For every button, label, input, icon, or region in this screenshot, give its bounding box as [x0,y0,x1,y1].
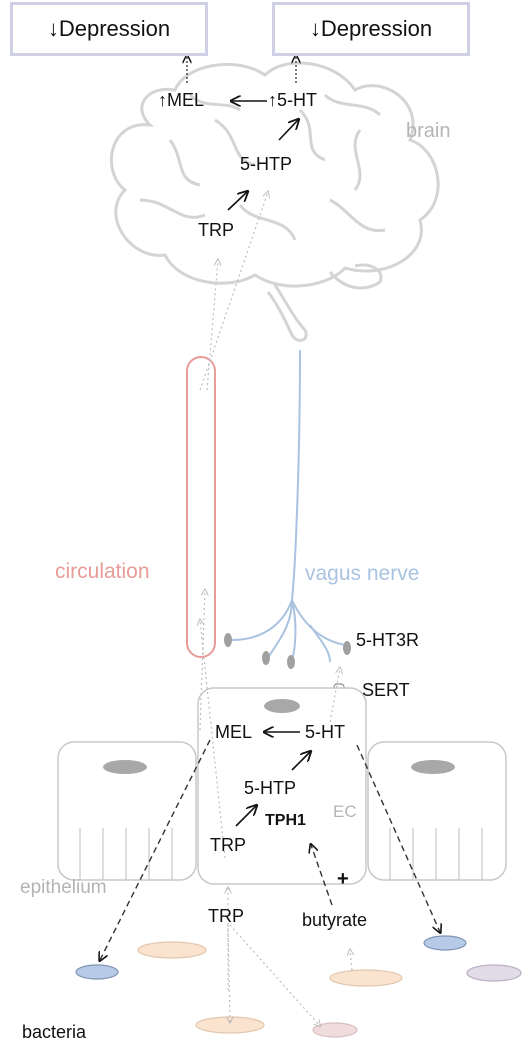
receptor-label: 5-HT3R [356,630,419,651]
ec-tph1: TPH1 [265,812,306,830]
ec-label: EC [333,802,357,822]
butyrate-plus-sign: + [337,868,349,891]
ec-mel: MEL [215,722,252,743]
ec-trp: TRP [210,835,246,856]
ec-5ht: 5-HT [305,722,345,743]
transport-arrows [200,192,352,1026]
bacteria-label: bacteria [22,1022,86,1043]
depression-text-right: ↓Depression [310,16,432,42]
vagus-nerve-label: vagus nerve [305,562,419,586]
brain-5htp: 5-HTP [240,154,292,175]
brain-mel: ↑MEL [158,90,204,111]
lumen-trp: TRP [208,906,244,927]
sert-label: SERT [362,680,410,701]
circulation-vessel [187,357,215,657]
circulation-label: circulation [55,560,150,584]
depression-box-left: ↓Depression [10,2,208,56]
vagus-nerve [232,350,346,662]
ec-5htp: 5-HTP [244,778,296,799]
brain-label: brain [406,120,450,143]
depression-text-left: ↓Depression [48,16,170,42]
epithelium-label: epithelium [20,877,107,899]
depression-arrows [187,56,296,83]
depression-box-right: ↓Depression [272,2,470,56]
brain-trp: TRP [198,220,234,241]
lumen-butyrate: butyrate [302,910,367,931]
bacteria-cells [76,936,521,1037]
brain-5ht: ↑5-HT [268,90,317,111]
